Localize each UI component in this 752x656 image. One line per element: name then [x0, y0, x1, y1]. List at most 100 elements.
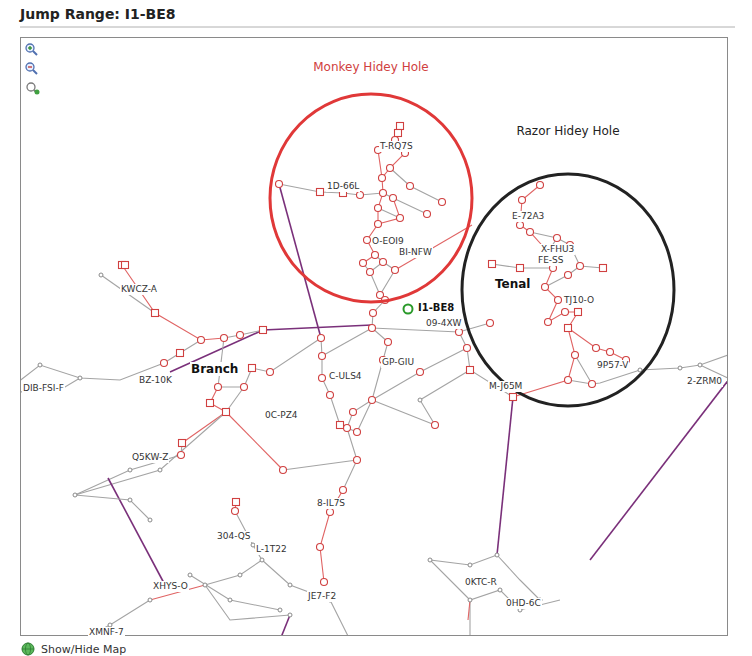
system-dot	[565, 377, 572, 384]
system-dot	[369, 325, 376, 332]
system-dot	[280, 467, 287, 474]
system-name: 9P57-V	[596, 360, 629, 371]
system-dot	[128, 498, 132, 502]
jump-line	[190, 575, 280, 610]
station-square	[337, 422, 344, 429]
system-dot	[276, 181, 283, 188]
system-name: 1D-66L	[326, 181, 360, 192]
system-dot	[527, 229, 534, 236]
system-dot	[385, 339, 392, 346]
system-dot	[380, 190, 387, 197]
zoom-out-icon	[26, 63, 34, 71]
system-dot	[550, 265, 557, 272]
system-name: KWCZ-A	[120, 284, 158, 295]
system-dot	[375, 221, 382, 228]
system-name: O-EOI9	[371, 236, 405, 247]
system-dot	[545, 319, 552, 326]
jump-line	[590, 378, 727, 560]
system-dot	[379, 175, 386, 182]
system-dot	[417, 369, 424, 376]
system-dot	[537, 182, 544, 189]
system-dot	[390, 195, 397, 202]
system-name: 09-4XW	[425, 318, 463, 329]
system-name: 2-ZRM0	[686, 376, 723, 387]
system-dot	[278, 608, 282, 612]
system-dot	[370, 310, 377, 317]
jump-line	[420, 370, 470, 425]
system-dot	[238, 573, 242, 577]
title-rule	[20, 27, 735, 28]
system-dot	[432, 422, 439, 429]
system-name: 8-IL7S	[316, 498, 346, 509]
region-name: Tenal	[494, 277, 531, 291]
system-dot	[572, 352, 579, 359]
system-name: I1-BE8	[417, 302, 455, 314]
system-dot	[148, 518, 152, 522]
system-name: T-RQ7S	[379, 141, 414, 152]
system-dot	[519, 197, 526, 204]
station-square	[260, 327, 267, 334]
system-dot	[260, 558, 264, 562]
station-square	[565, 325, 572, 332]
system-dot	[241, 384, 248, 391]
system-dot	[498, 588, 502, 592]
jump-line	[372, 400, 435, 425]
jump-line	[262, 560, 350, 635]
system-dot	[418, 398, 422, 402]
system-dot	[487, 320, 494, 327]
jump-line	[80, 600, 150, 635]
station-square	[517, 265, 524, 272]
system-dot	[542, 284, 549, 291]
jump-line	[497, 397, 513, 555]
station-square	[207, 400, 214, 407]
jump-line	[468, 600, 470, 620]
system-dot	[468, 598, 472, 602]
system-dot	[397, 215, 404, 222]
zoom-in-icon	[33, 51, 37, 55]
system-name: E-72A3	[511, 211, 545, 222]
region-name: Branch	[190, 362, 239, 376]
jump-line	[75, 443, 182, 495]
system-dot	[288, 583, 292, 587]
globe-icon	[22, 643, 34, 655]
system-dot	[354, 429, 361, 436]
system-dot	[198, 337, 205, 344]
system-name: 0HD-6C	[505, 598, 542, 609]
system-dot	[161, 360, 168, 367]
jump-line	[497, 555, 540, 600]
station-square	[152, 310, 159, 317]
system-name: JE7-F2	[307, 591, 337, 602]
system-dot	[565, 272, 572, 279]
system-dot	[375, 205, 382, 212]
station-square	[233, 499, 240, 506]
zoom-reset-icon	[27, 83, 35, 91]
system-name: 0C-PZ4	[264, 410, 299, 421]
system-dot	[562, 309, 569, 316]
jump-line	[283, 460, 357, 470]
globe-icon	[22, 643, 34, 655]
system-name: C-ULS4	[328, 371, 363, 382]
system-dot	[73, 493, 77, 497]
zoom-out-icon	[33, 70, 37, 74]
system-dot	[237, 332, 244, 339]
system-name: X-FHU3	[540, 244, 575, 255]
system-dot	[364, 237, 371, 244]
system-name: M-J65M	[488, 381, 523, 392]
system-dot	[593, 345, 600, 352]
jump-line	[322, 328, 372, 356]
system-dot	[589, 381, 596, 388]
system-name: XMNF-7	[88, 627, 125, 638]
jump-line	[75, 412, 226, 495]
system-dot	[554, 235, 561, 242]
system-dot	[321, 579, 328, 586]
jump-line	[226, 412, 283, 470]
system-dot	[424, 211, 431, 218]
jump-line	[575, 355, 640, 384]
jump-line	[108, 478, 165, 585]
station-square	[397, 123, 404, 130]
system-dot	[360, 260, 367, 267]
jump-line	[280, 615, 290, 635]
jump-line	[430, 555, 560, 610]
system-dot	[221, 335, 228, 342]
